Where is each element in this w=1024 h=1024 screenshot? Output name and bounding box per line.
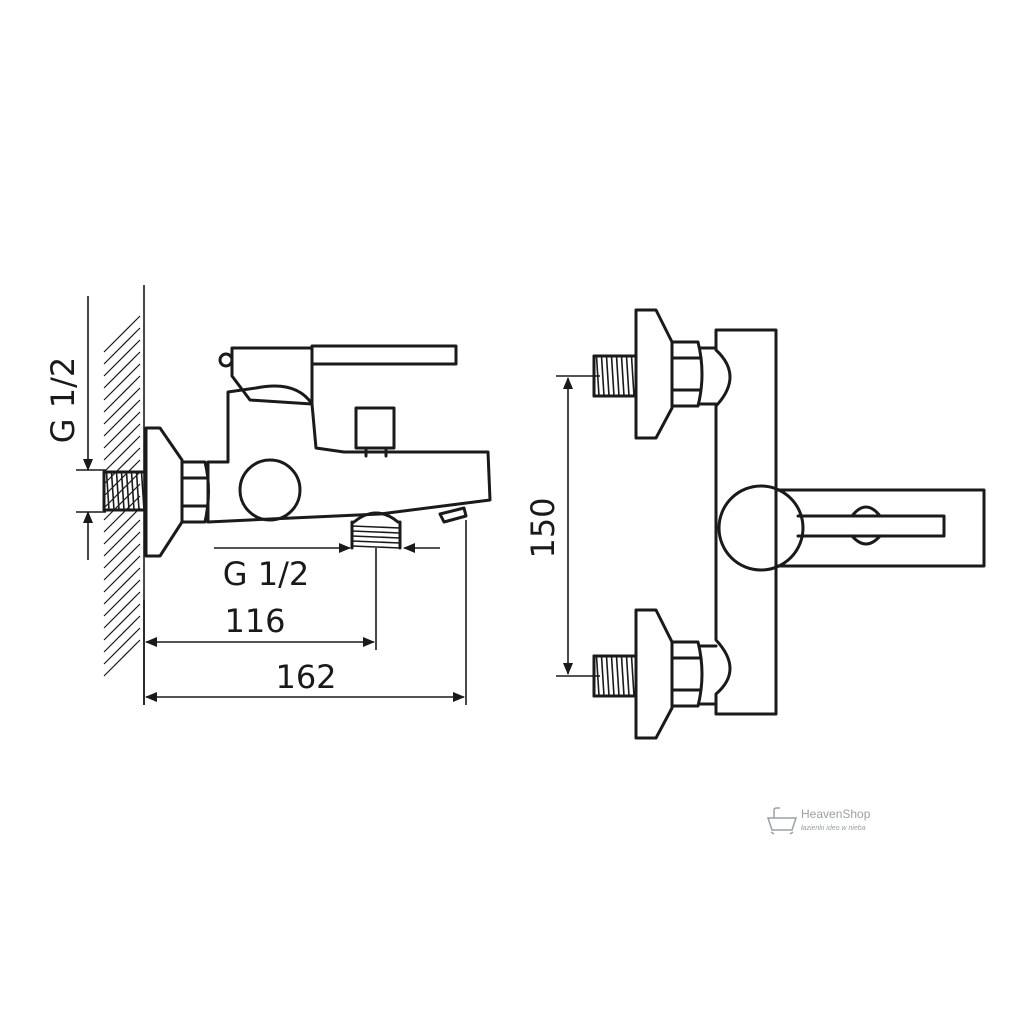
front-lever-knob-lower	[850, 534, 882, 546]
top-connector	[698, 346, 718, 406]
hatch-stroke	[103, 615, 141, 653]
hatch-stroke	[103, 363, 141, 401]
front-view: 150	[524, 308, 986, 740]
lever-handle	[310, 344, 458, 366]
outlet-thread	[350, 511, 402, 550]
cartridge-housing	[230, 346, 314, 406]
hatch-stroke	[103, 315, 141, 353]
hatch-stroke	[103, 351, 141, 389]
top-thread-teeth	[595, 355, 635, 397]
spout-aerator	[438, 506, 468, 524]
hatch-stroke	[103, 435, 141, 473]
bathtub-icon	[766, 807, 798, 835]
watermark: HeavenShop łazienki ideo w nieba	[766, 807, 871, 835]
bottom-thread-teeth	[595, 655, 635, 697]
diverter-button	[354, 406, 396, 450]
wall-escutcheon	[144, 426, 184, 558]
top-inlet-thread	[592, 354, 638, 398]
front-spout	[774, 488, 986, 568]
front-cartridge	[717, 484, 805, 572]
bottom-connector	[698, 644, 718, 706]
hatch-stroke	[103, 531, 141, 569]
diverter-knob	[238, 458, 302, 522]
watermark-brand: HeavenShop	[801, 807, 871, 821]
side-view: G 1/2 G 1/2 116 162	[44, 285, 492, 705]
top-escutcheon	[634, 308, 674, 440]
dim-inlet-thread-label: G 1/2	[44, 357, 82, 443]
hatch-stroke	[103, 519, 141, 557]
inlet-thread-teeth	[105, 471, 145, 511]
bottom-inlet-thread	[592, 654, 638, 698]
hatch-stroke	[103, 555, 141, 593]
hatch-stroke	[103, 507, 141, 545]
outlet-teeth	[351, 525, 401, 549]
front-lever-knob	[850, 505, 882, 518]
dim-162-label: 162	[275, 658, 336, 696]
dim-150-label: 150	[524, 497, 562, 558]
lever-pivot	[218, 352, 234, 368]
bottom-escutcheon	[634, 608, 674, 740]
hatch-stroke	[103, 327, 141, 365]
hatch-stroke	[103, 579, 141, 617]
hatch-stroke	[103, 567, 141, 605]
hatch-stroke	[103, 627, 141, 665]
bottom-nut	[670, 640, 704, 708]
hatch-stroke	[103, 387, 141, 425]
front-lever	[796, 514, 946, 538]
connector-nut	[180, 460, 210, 524]
hatch-stroke	[103, 375, 141, 413]
dim-outlet-thread-label: G 1/2	[223, 555, 309, 593]
hatch-stroke	[103, 543, 141, 581]
mixer-body	[206, 384, 492, 524]
hatch-stroke	[103, 591, 141, 629]
hatch-stroke	[103, 483, 141, 521]
hatch-stroke	[103, 399, 141, 437]
outlet-dome	[352, 511, 400, 524]
watermark-tagline: łazienki ideo w nieba	[801, 825, 866, 832]
hatch-stroke	[103, 603, 141, 641]
inlet-thread	[102, 470, 146, 512]
front-body	[714, 328, 778, 716]
hatch-stroke	[103, 411, 141, 449]
hatch-stroke	[103, 339, 141, 377]
dim-116-label: 116	[224, 602, 285, 640]
hatch-stroke	[103, 423, 141, 461]
hatch-stroke	[103, 639, 141, 677]
wall-hatching	[103, 315, 141, 677]
hatch-stroke	[103, 447, 141, 485]
top-nut	[670, 340, 704, 408]
